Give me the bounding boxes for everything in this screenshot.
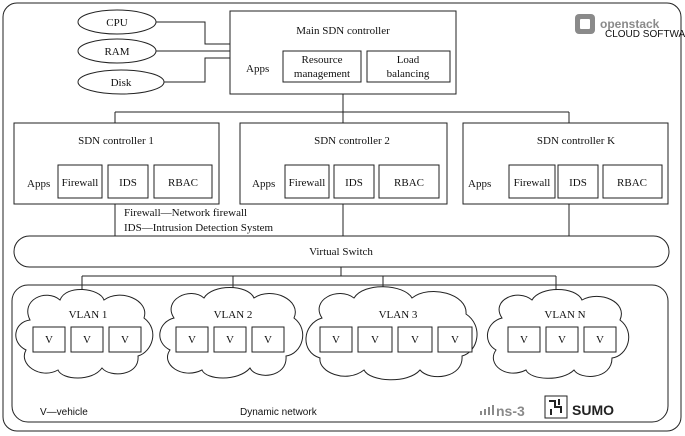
- vlan-2-vehicle-2: [213, 326, 247, 353]
- vlan-3-vehicle-3-label: V: [411, 334, 419, 346]
- dynamic-network-label: Dynamic network: [240, 407, 318, 418]
- sdn-controller-k-firewall: [508, 164, 556, 199]
- sdn-controller-k-rbac: [602, 164, 663, 199]
- load-balancing-line2: balancing: [387, 68, 430, 80]
- ns3-logo: ns-3: [480, 403, 525, 419]
- sdn-controller-1-firewall-label: Firewall: [62, 177, 99, 189]
- ns3-signal-bar-3: [488, 407, 490, 415]
- sdn-controller-2-ids-label: IDS: [345, 177, 363, 189]
- load-balancing-line1: Load: [397, 54, 420, 66]
- ns3-signal-bar-1: [480, 411, 482, 415]
- vlan-3-vehicle-1-label: V: [332, 334, 340, 346]
- vlan-1-vehicle-1: [32, 326, 66, 353]
- openstack-logo: openstack CLOUD SOFTWARE: [575, 14, 685, 40]
- cpu-label: CPU: [106, 17, 127, 29]
- vlan-2-vehicle-3-label: V: [264, 334, 272, 346]
- vlan-bus: [81, 267, 557, 298]
- controller-switch-links: [114, 204, 570, 236]
- sdn-controller-1-rbac-label: RBAC: [168, 177, 198, 189]
- vlan-2-vehicle-2-label: V: [226, 334, 234, 346]
- ns3-logo-text: ns-3: [496, 403, 525, 419]
- sdn-controller-k-apps-label: Apps: [468, 178, 491, 190]
- openstack-logo-text: openstack: [600, 17, 660, 31]
- sdn-controller-k-title: SDN controller K: [537, 135, 615, 147]
- main-apps-label: Apps: [246, 63, 269, 75]
- sdn-controller-2-title: SDN controller 2: [314, 135, 390, 147]
- vlan-n-vehicle-2-label: V: [558, 334, 566, 346]
- sdn-controller-1-ids: [107, 164, 149, 199]
- vlan-1-label: VLAN 1: [69, 309, 108, 321]
- disk-connector: [164, 57, 230, 83]
- sdn-controller-k-ids-label: IDS: [569, 177, 587, 189]
- sdn-controller-2-rbac: [378, 164, 440, 199]
- sdn-controller-2-ids: [333, 164, 375, 199]
- sdn-controller-k-rbac-label: RBAC: [617, 177, 647, 189]
- sdn-controller-k-ids: [557, 164, 599, 199]
- resource-management-line1: Resource: [302, 54, 343, 66]
- openstack-logo-mark-inner: [580, 19, 590, 29]
- vlan-2-vehicle-1-label: V: [188, 334, 196, 346]
- sdn-controller-1-apps-label: Apps: [27, 178, 50, 190]
- vlan-n-vehicle-1: [507, 326, 541, 353]
- resource-management-line2: management: [294, 68, 350, 80]
- vlan-n-vehicle-1-label: V: [520, 334, 528, 346]
- vlan-1-vehicle-3: [108, 326, 142, 353]
- legend-vehicle: V—vehicle: [40, 407, 88, 418]
- sdn-controller-2-rbac-label: RBAC: [394, 177, 424, 189]
- sdn-controller-2-firewall-label: Firewall: [289, 177, 326, 189]
- vlan-2-vehicle-3: [251, 326, 285, 353]
- load-balancing-app: [366, 50, 451, 83]
- sdn-controller-1-firewall: [57, 164, 103, 199]
- controller-bus: [114, 94, 570, 123]
- sdn-controller-2-apps-label: Apps: [252, 178, 275, 190]
- main-controller-title: Main SDN controller: [296, 25, 390, 37]
- sdn-controller-1-rbac: [153, 164, 213, 199]
- vlan-3-vehicle-2: [357, 326, 393, 353]
- legend-ids: IDS—Intrusion Detection System: [124, 222, 274, 234]
- sumo-logo-glyph: [549, 399, 562, 415]
- disk-label: Disk: [111, 77, 132, 89]
- ns3-signal-bar-2: [484, 409, 486, 415]
- openstack-logo-subtext: CLOUD SOFTWARE: [605, 29, 685, 40]
- legend-firewall: Firewall—Network firewall: [124, 207, 247, 219]
- vlan-1-vehicle-2-label: V: [83, 334, 91, 346]
- ns3-signal-bar-4: [492, 405, 494, 415]
- cpu-connector: [156, 21, 230, 45]
- vlan-3-label: VLAN 3: [379, 309, 418, 321]
- vlan-1-vehicle-3-label: V: [121, 334, 129, 346]
- virtual-switch-label: Virtual Switch: [309, 246, 373, 258]
- vlan-3-vehicle-4-label: V: [451, 334, 459, 346]
- vlan-1-vehicle-1-label: V: [45, 334, 53, 346]
- vlan-3-vehicle-2-label: V: [371, 334, 379, 346]
- sdn-controller-k-firewall-label: Firewall: [514, 177, 551, 189]
- sdn-controller-1-title: SDN controller 1: [78, 135, 154, 147]
- vlan-2-vehicle-1: [175, 326, 209, 353]
- sumo-logo: SUMO: [544, 395, 614, 419]
- vlan-n-vehicle-3: [583, 326, 617, 353]
- vlan-3-vehicle-3: [397, 326, 433, 353]
- vlan-3-vehicle-1: [319, 326, 353, 353]
- vlan-n-vehicle-3-label: V: [596, 334, 604, 346]
- vlan-n-label: VLAN N: [544, 309, 585, 321]
- sdn-controller-1-ids-label: IDS: [119, 177, 137, 189]
- vlan-n-vehicle-2: [545, 326, 579, 353]
- vlan-1-vehicle-2: [70, 326, 104, 353]
- sumo-logo-text: SUMO: [572, 402, 614, 418]
- resource-management-app: [282, 50, 362, 83]
- vlan-3-vehicle-4: [437, 326, 473, 353]
- sdn-controller-2-firewall: [284, 164, 330, 199]
- vlan-2-label: VLAN 2: [214, 309, 253, 321]
- ram-label: RAM: [104, 46, 129, 58]
